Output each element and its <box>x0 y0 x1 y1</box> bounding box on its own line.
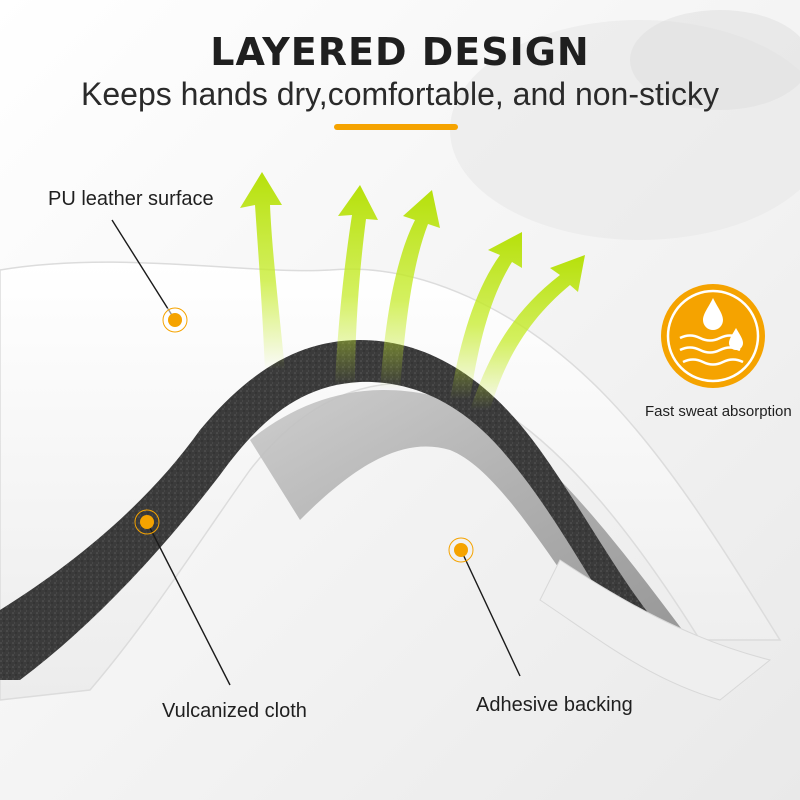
bottom-sheet <box>539 559 772 701</box>
title-underline <box>334 124 458 130</box>
water-drop-icon <box>661 284 765 388</box>
vulcanized-cloth-label: Vulcanized cloth <box>162 700 307 722</box>
pu-leather-surface-label: PU leather surface <box>48 188 214 210</box>
page-title: LAYERED DESIGN <box>210 30 590 74</box>
vulcanized-cloth-layer <box>0 340 680 680</box>
pu-leather-layer <box>0 261 782 701</box>
adhesive-leader-line <box>460 549 521 677</box>
adhesive-backing-label: Adhesive backing <box>476 694 633 716</box>
callout-dot-icon <box>134 306 474 563</box>
fast-sweat-absorption-label: Fast sweat absorption <box>645 403 792 420</box>
upward-arrow-icon <box>240 172 585 410</box>
vulcanized-leader-line <box>146 521 231 686</box>
pu-leather-leader-line <box>111 219 176 321</box>
page-subtitle: Keeps hands dry,comfortable, and non-sti… <box>81 76 719 112</box>
